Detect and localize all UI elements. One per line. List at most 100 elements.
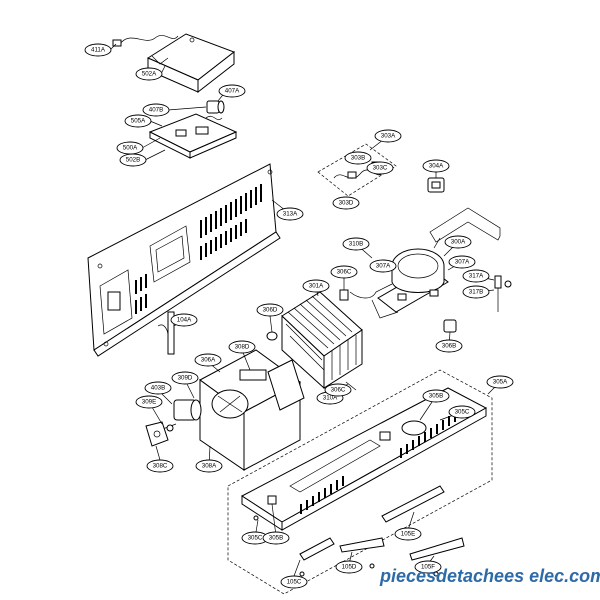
label-502A: 502A <box>135 67 163 81</box>
svg-text:105F: 105F <box>421 564 435 571</box>
svg-text:305B: 305B <box>269 535 283 542</box>
fan-motor <box>159 399 202 431</box>
rails <box>299 485 465 561</box>
label-308A: 308A <box>195 459 223 473</box>
svg-text:105C: 105C <box>287 579 302 586</box>
label-306B: 306B <box>435 339 463 353</box>
label-306C-top: 306C <box>330 265 358 279</box>
label-304A: 304A <box>422 159 450 173</box>
label-303C: 303C <box>366 161 394 175</box>
label-309E: 309E <box>135 395 163 409</box>
svg-text:104A: 104A <box>177 317 192 324</box>
svg-text:500A: 500A <box>123 145 138 152</box>
label-303A: 303A <box>374 129 402 143</box>
svg-text:308D: 308D <box>235 344 250 351</box>
label-105D: 105D <box>335 560 363 574</box>
condenser <box>281 291 363 390</box>
rear-panel <box>87 163 281 357</box>
svg-text:303C: 303C <box>373 165 388 172</box>
tube-clip <box>345 381 357 391</box>
svg-text:403B: 403B <box>151 385 165 392</box>
base-pan <box>227 369 493 595</box>
svg-text:307A: 307A <box>455 259 470 266</box>
screw <box>166 424 174 432</box>
power-cord <box>112 35 179 65</box>
svg-text:411A: 411A <box>91 47 106 54</box>
compressor <box>349 207 501 319</box>
svg-text:306C: 306C <box>331 387 346 394</box>
svg-text:301A: 301A <box>309 283 324 290</box>
label-307A-b: 307A <box>448 255 476 269</box>
fan-bracket <box>145 421 169 447</box>
svg-text:505A: 505A <box>131 118 146 125</box>
label-300A: 300A <box>444 235 472 249</box>
svg-text:309D: 309D <box>178 375 193 382</box>
label-306A: 306A <box>194 353 222 367</box>
svg-text:310A: 310A <box>323 395 338 402</box>
svg-text:407A: 407A <box>225 88 240 95</box>
svg-text:303A: 303A <box>381 133 396 140</box>
svg-text:105E: 105E <box>401 531 415 538</box>
svg-text:300A: 300A <box>451 239 466 246</box>
label-411A: 411A <box>84 43 112 57</box>
bushing <box>266 331 278 341</box>
control-box-cover <box>146 33 236 94</box>
label-407B: 407B <box>142 103 170 117</box>
label-502B: 502B <box>119 153 147 167</box>
svg-text:105D: 105D <box>342 564 357 571</box>
label-305C-right: 305C <box>448 405 476 419</box>
control-board <box>148 113 238 159</box>
label-317A: 317A <box>462 269 490 283</box>
svg-text:306A: 306A <box>201 357 216 364</box>
svg-text:407B: 407B <box>149 107 163 114</box>
screws <box>253 515 439 577</box>
label-310B: 310B <box>342 237 370 251</box>
label-104A: 104A <box>170 313 198 327</box>
svg-text:502A: 502A <box>142 71 157 78</box>
svg-text:309E: 309E <box>142 399 156 406</box>
label-308C: 308C <box>146 459 174 473</box>
svg-text:305C: 305C <box>455 409 470 416</box>
label-105F: 105F <box>414 560 442 574</box>
label-306D: 306D <box>256 303 284 317</box>
svg-text:305A: 305A <box>493 379 508 386</box>
label-308D: 308D <box>228 340 256 354</box>
svg-text:317B: 317B <box>469 289 483 296</box>
svg-text:308C: 308C <box>153 463 168 470</box>
label-301A: 301A <box>302 279 330 293</box>
watermark: piecesdetachees elec.com <box>379 566 600 586</box>
svg-text:502B: 502B <box>126 157 140 164</box>
svg-text:303B: 303B <box>351 155 365 162</box>
svg-text:304A: 304A <box>429 163 444 170</box>
label-303B: 303B <box>344 151 372 165</box>
fan-shroud <box>199 349 305 471</box>
label-317B: 317B <box>462 285 490 299</box>
svg-text:306C: 306C <box>337 269 352 276</box>
label-105C: 105C <box>280 575 308 589</box>
label-307A: 307A <box>369 259 397 273</box>
svg-text:317A: 317A <box>469 273 484 280</box>
svg-text:306D: 306D <box>263 307 278 314</box>
label-306C: 306C <box>324 383 352 397</box>
overload-protector <box>427 177 445 193</box>
label-407A: 407A <box>218 84 246 98</box>
tube-fitting <box>339 289 349 301</box>
svg-text:307A: 307A <box>376 263 391 270</box>
svg-text:306B: 306B <box>442 343 456 350</box>
svg-text:310B: 310B <box>349 241 363 248</box>
rubber-grommet <box>443 319 457 333</box>
label-305A: 305A <box>486 375 514 389</box>
label-505A: 505A <box>124 114 152 128</box>
dryer-filter <box>494 275 512 312</box>
svg-text:305C: 305C <box>248 535 263 542</box>
svg-text:303D: 303D <box>339 200 354 207</box>
label-305B: 305B <box>422 389 450 403</box>
label-105E: 105E <box>394 527 422 541</box>
label-500A: 500A <box>116 141 144 155</box>
svg-text:305B: 305B <box>429 393 443 400</box>
svg-text:313A: 313A <box>283 211 298 218</box>
capacitor <box>206 100 225 114</box>
label-313A: 313A <box>276 207 304 221</box>
label-309D: 309D <box>171 371 199 385</box>
